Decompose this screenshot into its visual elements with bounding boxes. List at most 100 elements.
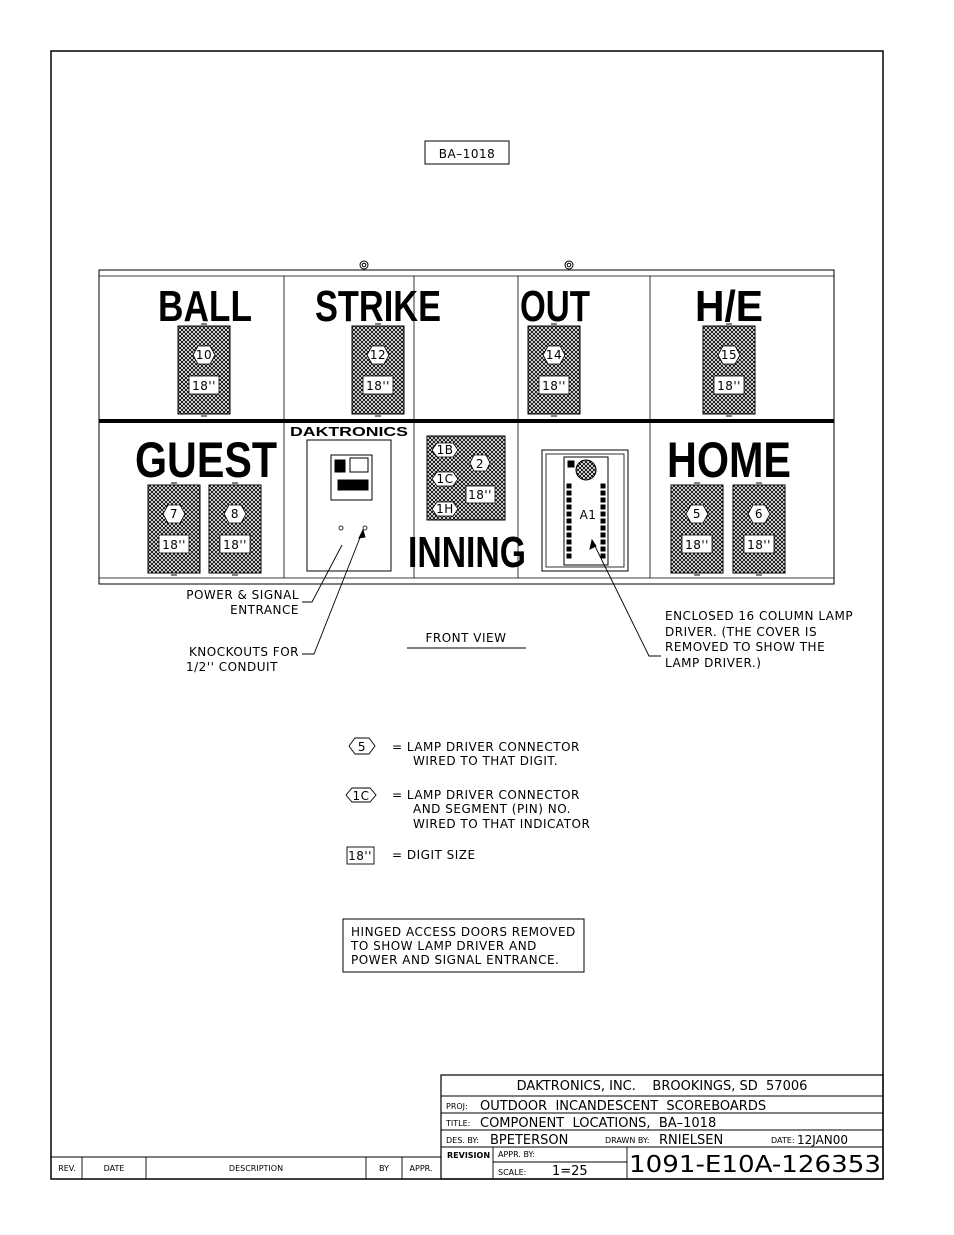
legend-line-2a: = LAMP DRIVER CONNECTOR — [392, 788, 580, 802]
note-line-2: TO SHOW LAMP DRIVER AND — [350, 939, 537, 953]
connector-number: 7 — [170, 507, 178, 521]
revision-block — [51, 1156, 441, 1179]
note-line-1: HINGED ACCESS DOORS REMOVED — [351, 925, 576, 939]
power-signal-enclosure — [306, 439, 392, 572]
driver-terminal — [566, 518, 572, 524]
connector-number: 8 — [231, 507, 239, 521]
driver-terminal — [600, 497, 606, 503]
legend: 5 = LAMP DRIVER CONNECTOR WIRED TO THAT … — [345, 737, 590, 865]
connector-hexagon — [223, 504, 247, 524]
description-header: DESCRIPTION — [229, 1164, 283, 1173]
driver-terminal — [600, 483, 606, 489]
note-box: HINGED ACCESS DOORS REMOVED TO SHOW LAMP… — [342, 918, 585, 973]
callout-enclosed-3: REMOVED TO SHOW THE — [665, 640, 825, 654]
driver-a1-label: A1 — [580, 508, 597, 522]
lifting-eye-right — [564, 260, 574, 270]
approved-by-label: APPR. BY: — [498, 1150, 535, 1159]
digit-size: 18'' — [542, 379, 566, 393]
pin-hexagon — [431, 442, 459, 458]
caption-home: HOME — [667, 432, 791, 488]
digit-module: 12 18'' — [351, 323, 405, 417]
legend-symbol-3: 18'' — [348, 849, 372, 863]
connector-hexagon — [685, 504, 709, 524]
callout-enclosed-2: DRIVER. (THE COVER IS — [665, 625, 817, 639]
connector-hexagon — [192, 345, 216, 365]
digit-modules: 1018''1218''1418''1518''718''818''518''6… — [147, 323, 786, 576]
legend-line-1a: = LAMP DRIVER CONNECTOR — [392, 740, 580, 754]
inning-pin-label: 1H — [436, 502, 454, 516]
scale-label: SCALE: — [498, 1168, 526, 1177]
digit-module: 7 18'' — [147, 482, 201, 576]
digit-size: 18'' — [223, 538, 247, 552]
digit-size: 18'' — [192, 379, 216, 393]
driver-terminal — [600, 511, 606, 517]
drawn-by-name: RNIELSEN — [659, 1133, 723, 1148]
legend-symbol-1: 5 — [358, 740, 366, 754]
digit-size-box — [188, 375, 220, 395]
note-line-3: POWER AND SIGNAL ENTRANCE. — [351, 953, 559, 967]
caption-guest: GUEST — [135, 432, 277, 488]
legend-size-symbol — [346, 846, 375, 865]
driver-terminal — [600, 553, 606, 559]
digit-size: 18'' — [366, 379, 390, 393]
inning-pin-label: 1C — [436, 472, 453, 486]
driver-terminal — [566, 483, 572, 489]
scoreboard-front-view — [98, 269, 835, 585]
legend-line-2c: WIRED TO THAT INDICATOR — [413, 817, 590, 831]
connector-hexagon — [162, 504, 186, 524]
caption-inning: INNING — [408, 528, 526, 577]
driver-terminal — [600, 490, 606, 496]
leader-lines — [302, 528, 661, 657]
caption-he: H/E — [695, 282, 763, 331]
callout-knockouts-2: 1/2'' CONDUIT — [186, 660, 278, 674]
inning-size-label: 18'' — [468, 488, 492, 502]
driver-terminal — [567, 460, 575, 468]
company-name: DAKTRONICS, INC. BROOKINGS, SD 57006 — [517, 1079, 808, 1094]
designer-name: BPETERSON — [490, 1133, 568, 1148]
digit-size: 18'' — [747, 538, 771, 552]
model-tag-text: BA–1018 — [439, 147, 495, 161]
legend-line-2b: AND SEGMENT (PIN) NO. — [413, 802, 571, 816]
front-view-label: FRONT VIEW — [425, 631, 506, 645]
caption-out: OUT — [520, 282, 590, 331]
legend-hexagon-symbol — [348, 737, 376, 755]
connector-number: 12 — [370, 348, 386, 362]
legend-symbol-2: 1C — [352, 789, 369, 803]
appr-header: APPR. — [410, 1164, 433, 1173]
driver-terminal — [566, 546, 572, 552]
driver-terminal — [600, 504, 606, 510]
driver-terminal — [566, 504, 572, 510]
digit-module: 618'' — [732, 482, 786, 576]
scale-value: 1=25 — [552, 1164, 588, 1179]
digit-size: 18'' — [162, 538, 186, 552]
designer-label: DES. BY: — [446, 1136, 479, 1145]
callout-knockouts-1: KNOCKOUTS FOR — [189, 645, 299, 659]
connector-hexagon — [747, 504, 771, 524]
drawn-by-label: DRAWN BY: — [605, 1136, 649, 1145]
drawing-title: COMPONENT LOCATIONS, BA–1018 — [480, 1116, 716, 1131]
legend-pin-symbol — [345, 787, 377, 803]
title-block — [440, 1074, 884, 1180]
model-tag: BA–1018 — [424, 140, 510, 165]
driver-terminal — [600, 546, 606, 552]
driver-terminal — [566, 539, 572, 545]
drawing-number: 1091-E10A-126353 — [629, 1152, 881, 1178]
digit-size-box — [743, 534, 775, 554]
driver-terminal — [566, 553, 572, 559]
driver-terminal — [566, 532, 572, 538]
caption-ball: BALL — [158, 282, 252, 331]
pin-hexagon — [431, 471, 459, 487]
digit-size-box — [538, 375, 570, 395]
title-label: TITLE: — [445, 1119, 470, 1128]
rev-header: REV. — [58, 1164, 76, 1173]
connector-2-label: 2 — [476, 457, 484, 471]
connector-hexagon — [542, 345, 566, 365]
caption-strike: STRIKE — [315, 282, 441, 331]
date-label: DATE: — [771, 1136, 795, 1145]
date-header: DATE — [104, 1164, 125, 1173]
digit-size-box — [681, 534, 713, 554]
